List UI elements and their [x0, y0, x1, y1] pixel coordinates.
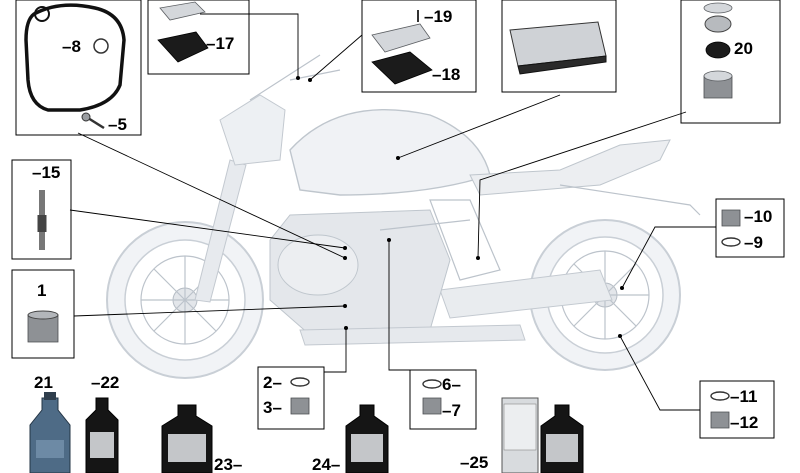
parts-box-air-filter [501, 0, 617, 93]
oil-bottle-21 [85, 397, 119, 473]
parts-box-1 [11, 269, 75, 359]
parts-box-13 [11, 159, 72, 260]
callout-1: 1 [37, 281, 46, 300]
callout-13: –15 [32, 163, 60, 182]
oil-bottle-25 [540, 404, 584, 473]
callout-5: –5 [108, 115, 127, 134]
parts-box-2-3 [257, 366, 325, 430]
leader-lines [69, 13, 716, 411]
parts-box-11-12 [699, 380, 775, 439]
parts-box-7-8 [409, 369, 477, 430]
callout-6: –8 [62, 37, 81, 56]
callout-9: –9 [744, 233, 763, 252]
callout-12: –12 [730, 413, 758, 432]
parts-box-17-18 [361, 0, 477, 93]
callout-10: –10 [744, 207, 772, 226]
spray-can-24 [501, 397, 539, 473]
motorcycle-illustration [106, 54, 701, 379]
oil-bottle-23 [345, 404, 389, 473]
parts-box-19 [680, 0, 781, 124]
callout-3: 3– [263, 398, 282, 417]
callout-22: 23– [214, 455, 242, 473]
callout-19: 20 [734, 39, 753, 58]
parts-box-15 [147, 0, 250, 75]
parts-box-top-left [15, 0, 142, 136]
callout-18: –19 [424, 7, 452, 26]
oil-bottle-22 [161, 404, 213, 473]
callout-8: –7 [442, 401, 461, 420]
callout-23: 24– [312, 455, 340, 473]
parts-box-9-10 [715, 198, 785, 258]
callout-11: –11 [730, 387, 757, 406]
callout-15: –17 [206, 34, 234, 53]
oil-bottle-20 [29, 392, 71, 473]
callout-labels: –8 –5 –17 –19 –18 20 –15 1 –10 –9 2– 3– … [32, 7, 772, 473]
callout-17: –18 [432, 65, 460, 84]
callout-24: –25 [460, 453, 488, 472]
callout-7: 6– [442, 375, 461, 394]
callout-20: 21 [34, 373, 53, 392]
callout-21: –22 [91, 373, 119, 392]
callout-2: 2– [263, 373, 282, 392]
